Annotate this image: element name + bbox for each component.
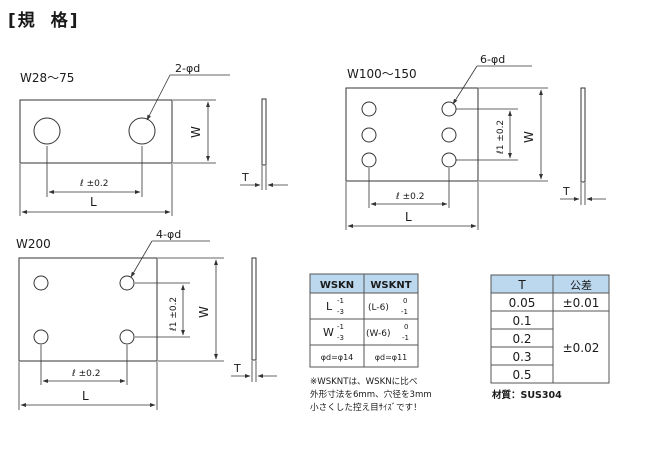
tolerance-value-rest: ±0.02 (563, 341, 600, 355)
t-value: 0.2 (512, 332, 531, 346)
plate-w28-75 (19, 99, 173, 164)
view-w28-75: W28～75 2-φd ℓ ±0.2 L W T (19, 62, 288, 216)
title-char-2: 格 (50, 11, 70, 31)
view-label-w100-150: W100～150 (347, 67, 417, 81)
dim-T-label: T (562, 185, 570, 198)
note-line-1: ※WSKNTは、WSKNに比べ (310, 375, 418, 387)
dim-L-label: L (405, 210, 412, 224)
row1-wsknt-tol-down: -1 (401, 308, 408, 316)
t-value: 0.5 (512, 368, 531, 382)
t-value: 0.1 (512, 314, 531, 328)
hole-leader-arrow (130, 240, 153, 278)
row2-wskn-base: W (323, 326, 334, 339)
tol-table-header-t: T (517, 278, 526, 292)
hole-left (33, 117, 61, 145)
dim-W-label: W (522, 131, 536, 143)
hole (119, 275, 135, 291)
tol-table-header-tolerance: 公差 (570, 278, 592, 292)
row3-wsknt-hole: φd=φ11 (375, 353, 408, 362)
hole-leader-arrow (452, 65, 478, 105)
side-view-w200 (251, 257, 257, 361)
row2-wsknt-tol-down: -1 (402, 334, 409, 342)
tolerance-value-first: ±0.01 (563, 296, 600, 310)
title-bracket-close: ] (69, 11, 80, 31)
size-table-cell (363, 292, 419, 320)
row1-wskn-tol-up: -1 (337, 297, 344, 305)
title-bracket-open: [ (8, 11, 18, 31)
hole (33, 275, 49, 291)
title-char-1: 規 (17, 11, 37, 31)
dim-W-label: W (197, 306, 211, 318)
size-table: WSKN WSKNT L -1 -3 (L-6) 0 -1 W -1 -3 (W… (309, 273, 419, 368)
dim-l1-label: ℓ1 ±0.2 (169, 297, 179, 332)
hole-count-label: 4-φd (156, 228, 181, 241)
row1-wskn-base: L (326, 300, 333, 313)
side-view-w100-150 (580, 87, 586, 183)
hole-count-label: 2-φd (175, 62, 200, 75)
view-w100-150: W100～150 6-φd ℓ ±0.2 L ℓ1 ±0.2 W (345, 53, 606, 230)
view-label-w200: W200 (16, 237, 51, 251)
dim-l-label: ℓ ±0.2 (71, 369, 100, 379)
view-w200: W200 4-φd ℓ ±0.2 L ℓ1 ±0.2 W T (16, 228, 277, 410)
dim-l1-label: ℓ1 ±0.2 (496, 120, 506, 155)
size-table-cell (309, 292, 365, 320)
size-table-header-wskn: WSKN (320, 280, 354, 291)
dim-L-label: L (82, 389, 89, 403)
dim-T-label: T (233, 362, 241, 375)
dim-L-label: L (90, 195, 97, 209)
page-title: [規格] (8, 6, 80, 31)
side-view-w28-75 (261, 98, 267, 166)
note-line-3: 小さくした控え目ｻｲｽﾞです！ (310, 401, 422, 413)
tol-table-cell-merged (552, 310, 610, 384)
note-line-2: 外形寸法を6mm、穴径を3mm (310, 388, 432, 400)
size-table-header-wsknt: WSKNT (370, 280, 411, 291)
row1-wskn-tol-down: -3 (337, 308, 344, 316)
hole-count-label: 6-φd (480, 53, 505, 66)
hole-leader-arrow (146, 74, 171, 121)
row1-wsknt-base: (L-6) (368, 303, 389, 313)
hole (361, 127, 377, 143)
dim-T-label: T (241, 171, 249, 184)
note: ※WSKNTは、WSKNに比べ 外形寸法を6mm、穴径を3mm 小さくした控え目… (310, 375, 432, 413)
hole (119, 329, 135, 345)
dim-W-label: W (189, 126, 203, 138)
row1-wsknt-tol-up: 0 (403, 297, 407, 305)
dim-l-label: ℓ ±0.2 (79, 179, 108, 189)
row3-wskn-hole: φd=φ14 (321, 353, 354, 362)
size-table-cell (363, 318, 419, 346)
row2-wsknt-tol-up: 0 (404, 323, 408, 331)
material-label: 材質：SUS304 (491, 389, 562, 401)
dim-l-label: ℓ ±0.2 (395, 192, 424, 202)
hole (361, 152, 377, 168)
t-value: 0.3 (512, 350, 531, 364)
row2-wsknt-base: (W-6) (366, 329, 391, 339)
hole (361, 101, 377, 117)
hole (441, 127, 457, 143)
hole-right (128, 117, 156, 145)
row2-wskn-tol-up: -1 (337, 323, 344, 331)
t-value: 0.05 (509, 296, 536, 310)
plate-w100-150 (345, 87, 479, 182)
tolerance-table: T 公差 0.05 0.1 0.2 0.3 0.5 ±0.01 ±0.02 材質… (490, 274, 610, 401)
row2-wskn-tol-down: -3 (337, 334, 344, 342)
plate-w200 (18, 257, 158, 362)
size-table-cell (363, 344, 419, 368)
view-label-w28-75: W28～75 (20, 71, 74, 85)
hole (33, 329, 49, 345)
